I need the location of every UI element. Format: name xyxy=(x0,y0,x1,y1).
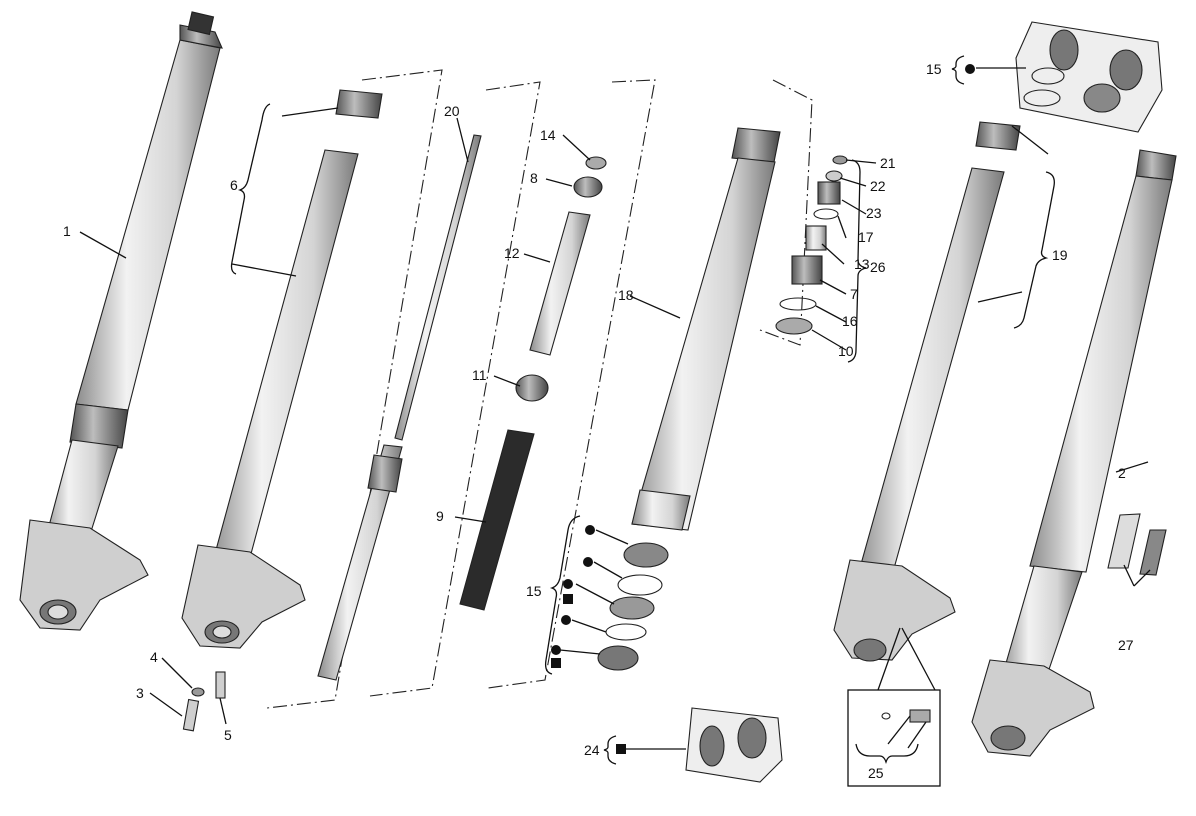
callout-19: 19 xyxy=(1052,247,1068,263)
square-marker xyxy=(563,594,573,604)
screws xyxy=(182,671,226,732)
callout-25: 25 xyxy=(868,765,884,781)
assembly-outlines xyxy=(266,69,813,709)
circle-marker xyxy=(965,64,975,74)
callout-2: 2 xyxy=(1118,465,1126,481)
inner-tube xyxy=(181,89,383,649)
callout-10: 10 xyxy=(838,343,854,359)
callout-4: 4 xyxy=(150,649,158,665)
kit-markers xyxy=(551,64,975,754)
callout-26: 26 xyxy=(870,259,886,275)
fork-leg-right-outer xyxy=(631,127,781,531)
square-marker xyxy=(616,744,626,754)
seal-kit-bottom xyxy=(685,707,783,783)
callout-8: 8 xyxy=(530,170,538,186)
cap-assembly xyxy=(775,155,848,335)
callout-27: 27 xyxy=(1118,637,1134,653)
fork-spring xyxy=(459,429,535,611)
callout-5: 5 xyxy=(224,727,232,743)
callout-13: 13 xyxy=(854,256,870,272)
callout-labels: 1 2 3 4 5 6 7 8 9 10 11 12 13 14 15 15 1… xyxy=(63,61,1134,781)
callout-23: 23 xyxy=(866,205,882,221)
callout-21: 21 xyxy=(880,155,896,171)
brackets xyxy=(230,55,1055,765)
circle-marker xyxy=(551,645,561,655)
cartridge-parts xyxy=(515,156,607,402)
fork-leg-right xyxy=(971,149,1177,757)
callout-12: 12 xyxy=(504,245,520,261)
callout-20: 20 xyxy=(444,103,460,119)
seal-kit-top xyxy=(1015,21,1163,133)
circle-marker xyxy=(583,557,593,567)
callout-16: 16 xyxy=(842,313,858,329)
callout-1: 1 xyxy=(63,223,71,239)
callout-3: 3 xyxy=(136,685,144,701)
fork-leg-left xyxy=(19,11,223,631)
circle-marker xyxy=(585,525,595,535)
bleed-valve-inset xyxy=(847,627,941,787)
leader-lines xyxy=(79,67,1151,750)
damper-rod xyxy=(317,134,482,681)
callout-24: 24 xyxy=(584,742,600,758)
callout-17: 17 xyxy=(858,229,874,245)
callout-18: 18 xyxy=(618,287,634,303)
circle-marker xyxy=(561,615,571,625)
callout-6: 6 xyxy=(230,177,238,193)
callout-11: 11 xyxy=(472,367,487,383)
callout-15-seals: 15 xyxy=(526,583,542,599)
inner-tube-right xyxy=(833,121,1021,662)
square-marker xyxy=(551,658,561,668)
callout-15-kit-top: 15 xyxy=(926,61,942,77)
callout-14: 14 xyxy=(540,127,556,143)
circle-marker xyxy=(563,579,573,589)
decal-stickers xyxy=(1107,513,1167,576)
callout-22: 22 xyxy=(870,178,886,194)
callout-9: 9 xyxy=(436,508,444,524)
callout-7: 7 xyxy=(850,286,858,302)
seal-kit-stack xyxy=(597,542,669,671)
